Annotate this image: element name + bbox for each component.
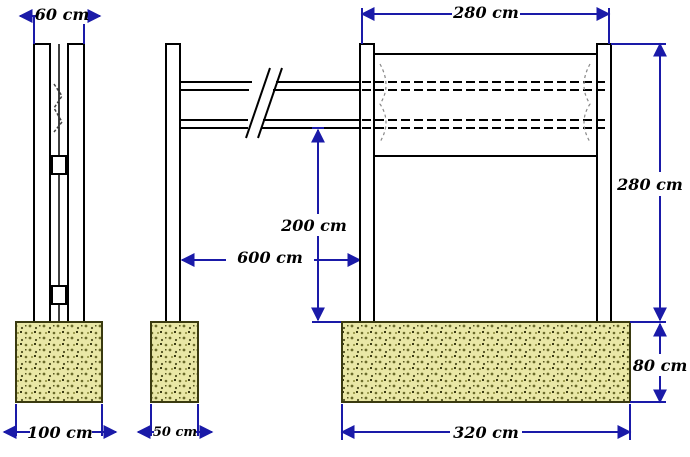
break-mark-left: [245, 67, 271, 139]
label-frame-height: 280 cm: [616, 175, 683, 194]
dim-label-bg: [30, 420, 92, 442]
dim-label-bg: [38, 4, 86, 24]
dim-label-bg: [154, 422, 196, 440]
label-beam-span: 600 cm: [237, 248, 303, 267]
dim-label-bg: [452, 2, 520, 24]
side-bar-bracket: [53, 83, 63, 133]
frame-post-left: [359, 43, 375, 323]
side-post-left: [33, 43, 51, 323]
side-clamp-lower: [51, 285, 67, 305]
dim-label-bg: [450, 420, 522, 442]
side-clamp-upper: [51, 155, 67, 175]
side-post-right: [67, 43, 85, 323]
frame-post-right: [596, 43, 612, 323]
frame-bar-bracket-right: [583, 63, 591, 143]
front-footing: [150, 321, 199, 403]
label-side-footing-width: 100 cm: [27, 423, 93, 442]
label-footing-depth: 80 cm: [632, 356, 688, 375]
dim-label-bg: [632, 354, 688, 376]
label-frame-width: 280 cm: [452, 3, 519, 22]
break-mark-right: [257, 67, 283, 139]
side-view: 60 cm 100 cm: [2, 4, 118, 442]
label-side-post-width: 60 cm: [35, 5, 90, 24]
side-footing: [15, 321, 103, 403]
frame-footing: [341, 321, 631, 403]
frame-view: 280 cm 280 cm 80 cm 320 cm: [340, 2, 688, 442]
label-bar-clearance: 200 cm: [280, 216, 347, 235]
front-view: 50 cm 600 cm 200 cm: [136, 43, 362, 440]
frame-bar-bracket-left: [379, 63, 387, 143]
dim-label-bg: [282, 214, 346, 236]
dim-label-bg: [616, 172, 684, 196]
front-post: [165, 43, 181, 323]
label-middle-footing-width: 50 cm: [153, 425, 197, 440]
label-main-footing-width: 320 cm: [453, 423, 519, 442]
